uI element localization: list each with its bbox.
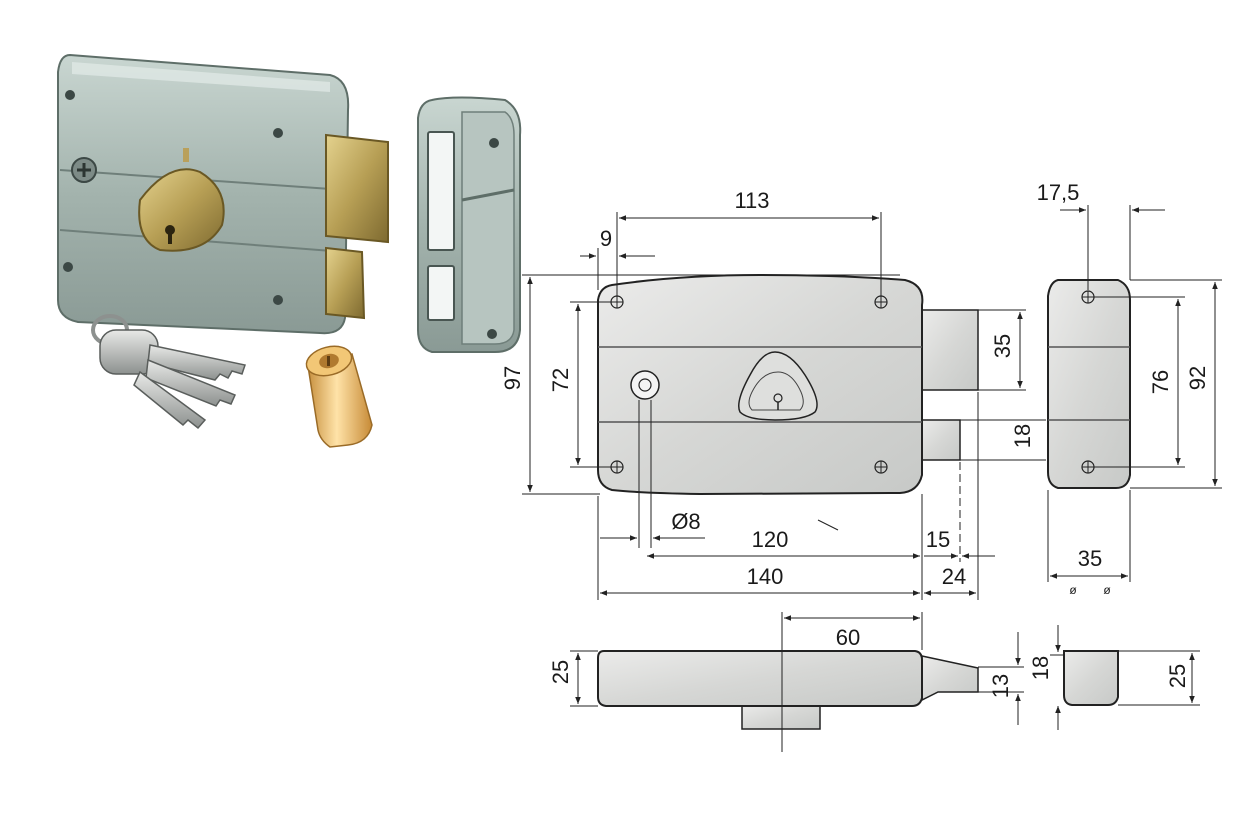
dim-13: 13 [988,674,1013,698]
screw-icon [487,329,497,339]
dim-18-side: 18 [1010,424,1035,448]
dim-25-left: 25 [548,660,573,684]
bottom-view [597,650,1119,730]
screw-icon [489,138,499,148]
screw-icon [273,295,283,305]
deadbolt-icon [921,309,979,391]
dim-120: 120 [752,527,789,552]
dim-phi-b: ø [1103,583,1111,597]
screw-icon [65,90,75,100]
dim-60: 60 [836,625,860,650]
dim-140: 140 [747,564,784,589]
lock-body-photo [57,53,389,335]
screw-icon [63,262,73,272]
latchbolt-icon [921,419,961,461]
spindle-hole-icon [630,370,660,400]
dim-18-bottom: 18 [1028,656,1053,680]
latch-bevel-icon [921,655,979,702]
keyhole-icon [738,351,818,421]
cylinder-photo [305,345,373,448]
strike-side-view [1047,279,1131,489]
bolt-icon [325,133,389,244]
dim-9: 9 [600,226,612,251]
dim-72: 72 [548,368,573,392]
dim-92: 92 [1185,366,1210,390]
keys-photo [91,314,246,430]
dim-76: 76 [1148,370,1173,394]
dim-25-right: 25 [1165,664,1190,688]
escutcheon-icon [138,168,225,252]
dim-15: 15 [926,527,950,552]
dim-35-plate: 35 [1078,546,1102,571]
dim-diameter-8: Ø8 [671,509,700,534]
front-view [597,273,979,531]
dimension-lines [522,205,1222,752]
strike-plate-photo [417,96,522,353]
dim-97: 97 [500,366,525,390]
dim-17-5: 17,5 [1037,180,1080,205]
strike-bottom-view [1063,650,1119,706]
dim-24: 24 [942,564,966,589]
dim-phi-a: ø [1069,583,1077,597]
dimension-labels: 113 9 17,5 97 72 35 18 76 92 Ø8 120 15 1… [500,180,1210,698]
dim-35-bolt: 35 [990,334,1015,358]
screw-icon [273,128,283,138]
latch-icon [325,246,366,320]
dim-113: 113 [734,188,769,213]
